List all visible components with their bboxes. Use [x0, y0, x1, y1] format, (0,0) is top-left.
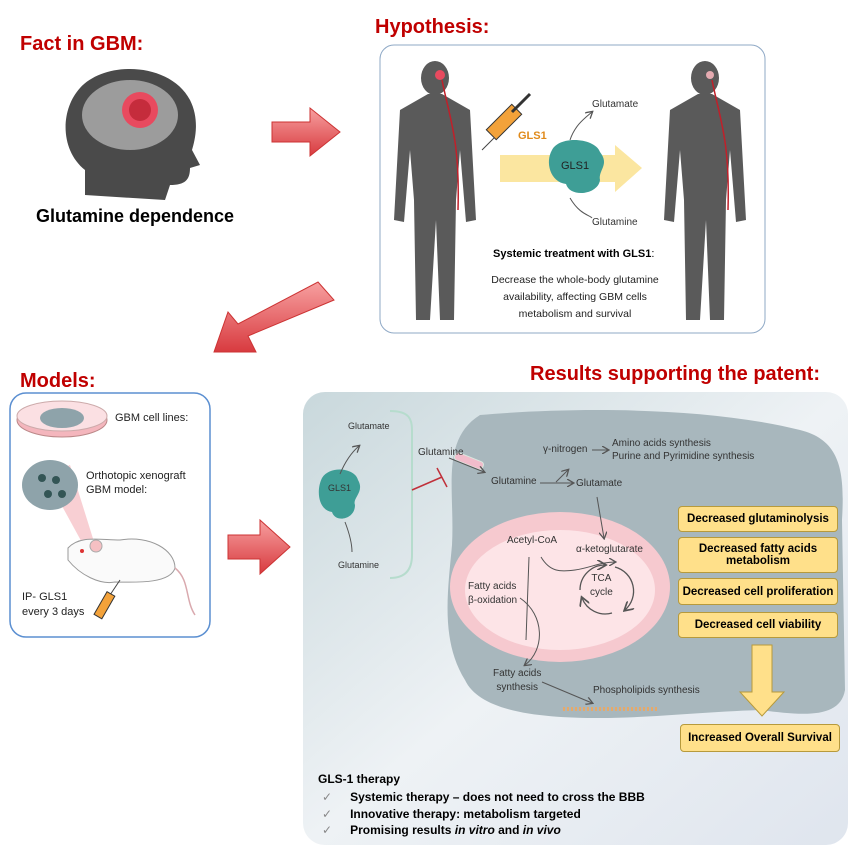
down-arrow-yellow — [738, 644, 786, 717]
therapy-item: ✓Systemic therapy – does not need to cro… — [322, 790, 645, 804]
gls1-blob-hypothesis — [548, 140, 605, 194]
treatment-description: Decrease the whole-body glutamine availa… — [480, 272, 670, 323]
check-icon: ✓ — [322, 806, 333, 821]
therapy-item: ✓Innovative therapy: metabolism targeted — [322, 806, 581, 821]
check-icon: ✓ — [322, 790, 333, 804]
cell-lines-label: GBM cell lines: — [115, 412, 189, 424]
mouse-icon — [67, 538, 196, 616]
inhibition-line — [411, 467, 448, 491]
gamma-nitrogen-label: γ-nitrogen — [543, 444, 588, 455]
results-title: Results supporting the patent: — [530, 363, 820, 385]
syringe-icon — [481, 92, 532, 151]
enzyme-label: GLS1 — [561, 160, 590, 172]
therapy-list: ✓Systemic therapy – does not need to cro… — [322, 789, 645, 839]
effect-box: Decreased cell proliferation — [678, 578, 838, 605]
models-title: Models: — [20, 370, 96, 392]
gls1-blob-results — [318, 469, 361, 519]
tumor-cells-icon — [22, 460, 78, 510]
therapy-item: ✓Promising results in vitro and in vivo — [322, 823, 561, 837]
akg-label: α-ketoglutarate — [576, 544, 643, 555]
glutamine-label: Glutamine — [491, 476, 537, 487]
fact-title: Fact in GBM: — [20, 33, 144, 55]
arrow-diagonal — [213, 281, 335, 353]
human-figure-right — [664, 61, 746, 320]
product-label: Glutamate — [592, 99, 639, 110]
glutamate-label: Glutamate — [576, 478, 623, 489]
arrow-right-2 — [227, 518, 291, 576]
treatment-line: Decrease the whole-body glutamine — [491, 274, 659, 286]
drug-label: GLS1 — [518, 130, 547, 142]
acetyl-coa-label: Acetyl-CoA — [507, 535, 558, 546]
tca-cycle-icon — [580, 565, 634, 615]
petri-dish-icon — [16, 400, 108, 438]
phospholipids-label: Phospholipids synthesis — [593, 685, 700, 696]
treatment-line: availability, affecting GBM cells — [503, 291, 647, 303]
therapy-title: GLS-1 therapy — [318, 772, 401, 786]
syringe-icon-models — [93, 579, 121, 620]
treatment-line: metabolism and survival — [518, 308, 632, 320]
outcome-box: Increased Overall Survival — [680, 724, 840, 752]
membrane-bracket — [389, 410, 413, 579]
effect-box: Decreased cell viability — [678, 612, 838, 638]
human-figure-left — [394, 61, 476, 320]
fact-caption: Glutamine dependence — [36, 206, 235, 226]
head-silhouette-icon — [65, 68, 200, 200]
arrow-right-1 — [271, 106, 341, 158]
outside-substrate: Glutamine — [338, 560, 380, 570]
effect-box: Decreased glutaminolysis — [678, 506, 838, 532]
outside-product: Glutamate — [348, 421, 390, 431]
outside-enzyme: GLS1 — [328, 483, 352, 493]
substrate-label: Glutamine — [592, 217, 638, 228]
glutamine-in-label: Glutamine — [418, 447, 464, 458]
hypothesis-title: Hypothesis: — [375, 16, 490, 38]
check-icon: ✓ — [322, 823, 333, 837]
treatment-title: Systemic treatment with GLS1: — [493, 248, 655, 260]
effect-box: Decreased fatty acids metabolism — [678, 537, 838, 573]
